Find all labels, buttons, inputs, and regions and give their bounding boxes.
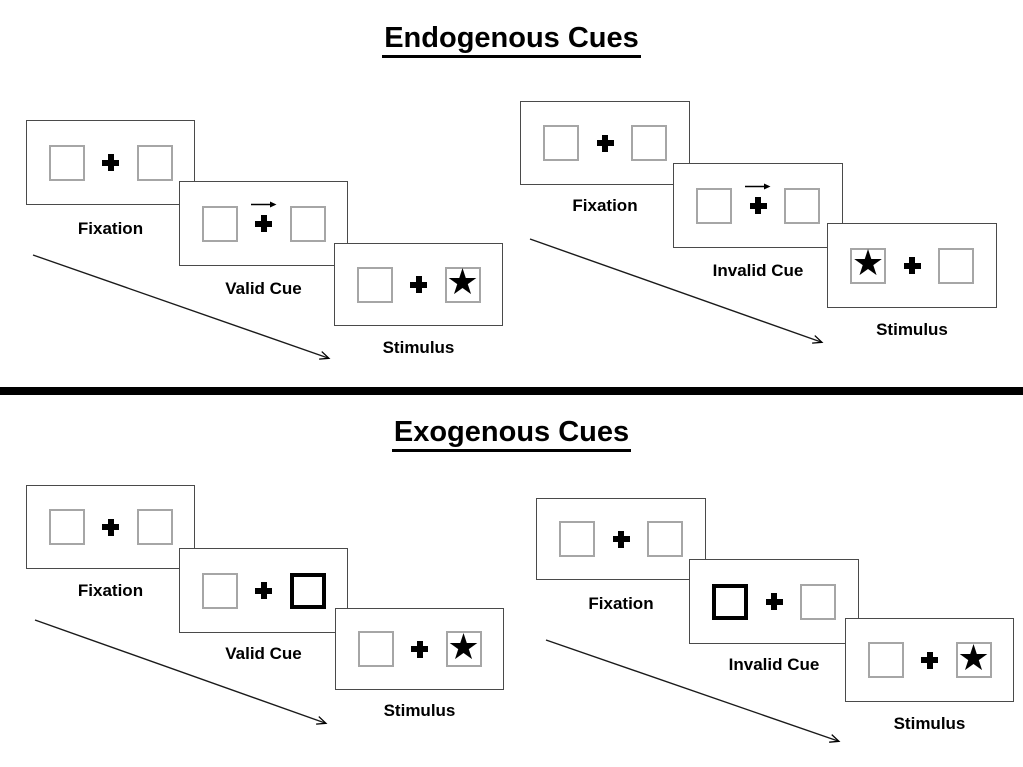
timeline-arrow-exo-valid [34,619,328,725]
left-placeholder-box [356,266,393,303]
cue-arrow-right-icon [250,201,276,208]
fixation-cross [745,183,771,214]
fixation-cross-icon [921,651,938,669]
endo-valid-cue-label: Valid Cue [225,279,302,298]
fixation-cross-icon [596,134,614,152]
fixation-cross-icon [102,154,119,171]
fixation-cross-icon [255,582,272,599]
endo-invalid-fixation-panel [520,101,690,185]
exo-invalid-stimulus-label: Stimulus [893,714,966,733]
endo-invalid-stimulus-panel: ★ [827,223,997,308]
endo-valid-stimulus-panel: ★ [334,243,503,326]
right-highlighted-cue-box [289,572,326,609]
fixation-cross [408,276,430,293]
fixation-cross [100,154,122,171]
star-stimulus-icon: ★ [447,626,480,668]
left-placeholder-box [559,521,595,557]
fixation-cross-icon [410,276,427,293]
fixation-cross-icon [903,257,921,274]
section-title-exogenous-text: Exogenous Cues [391,416,632,452]
fixation-cross [250,201,276,232]
fixation-cross [919,651,941,669]
section-title-endogenous: Endogenous Cues [0,22,1023,58]
fixation-cross [100,518,122,536]
right-placeholder-box [784,187,820,224]
fixation-cross-icon [749,197,767,214]
star-stimulus-icon: ★ [957,637,990,679]
fixation-cross-icon [411,640,428,658]
right-placeholder-box [136,509,173,545]
fixation-cross [409,640,431,658]
left-highlighted-cue-box [712,583,748,620]
left-placeholder-box [357,631,394,667]
fixation-cross-icon [612,530,630,548]
exo-valid-cue-label: Valid Cue [225,644,302,663]
fixation-cross-icon [255,215,272,232]
exo-valid-fixation-label: Fixation [77,581,144,600]
fixation-cross [763,593,785,610]
right-placeholder-box [631,125,667,161]
right-placeholder-box [800,583,836,620]
exo-invalid-fixation-panel [536,498,706,580]
left-placeholder-box [48,509,85,545]
right-target-box: ★ [445,626,482,668]
left-placeholder-box [696,187,732,224]
exo-valid-stimulus-panel: ★ [335,608,504,690]
left-placeholder-box [543,125,579,161]
section-divider [0,387,1023,395]
endo-valid-fixation-label: Fixation [77,219,144,238]
right-target-box: ★ [955,637,992,679]
exo-valid-stimulus-label: Stimulus [383,701,456,720]
right-target-box: ★ [444,262,481,303]
timeline-arrow-endo-invalid [529,238,824,344]
section-title-exogenous: Exogenous Cues [0,416,1023,452]
section-title-endogenous-text: Endogenous Cues [382,22,641,58]
endo-valid-stimulus-label: Stimulus [382,338,455,357]
star-stimulus-icon: ★ [851,243,885,284]
fixation-cross-icon [102,518,119,536]
endo-invalid-cue-label: Invalid Cue [712,261,804,280]
left-placeholder-box [48,144,85,181]
exo-valid-cue-panel [179,548,348,633]
right-placeholder-box [136,144,173,181]
exo-valid-fixation-panel [26,485,195,569]
timeline-arrow-endo-valid [32,254,331,360]
exo-invalid-cue-panel [689,559,859,644]
endo-invalid-stimulus-label: Stimulus [876,320,948,339]
left-placeholder-box [201,572,238,609]
fixation-cross [594,134,616,152]
fixation-cross [901,257,923,274]
exo-invalid-fixation-label: Fixation [588,594,654,613]
exo-invalid-stimulus-panel: ★ [845,618,1014,702]
endo-invalid-fixation-label: Fixation [572,196,638,215]
fixation-cross [253,582,275,599]
right-placeholder-box [647,521,683,557]
endo-valid-fixation-panel [26,120,195,205]
left-placeholder-box [867,642,904,678]
star-stimulus-icon: ★ [446,262,479,303]
exo-invalid-cue-label: Invalid Cue [728,655,820,674]
right-placeholder-box [289,205,326,242]
endo-valid-cue-panel [179,181,348,266]
right-placeholder-box [938,247,974,284]
fixation-cross [610,530,632,548]
fixation-cross-icon [765,593,783,610]
endo-invalid-cue-panel [673,163,843,248]
left-placeholder-box [201,205,238,242]
left-target-box: ★ [850,243,886,284]
cue-arrow-right-icon [745,183,771,190]
